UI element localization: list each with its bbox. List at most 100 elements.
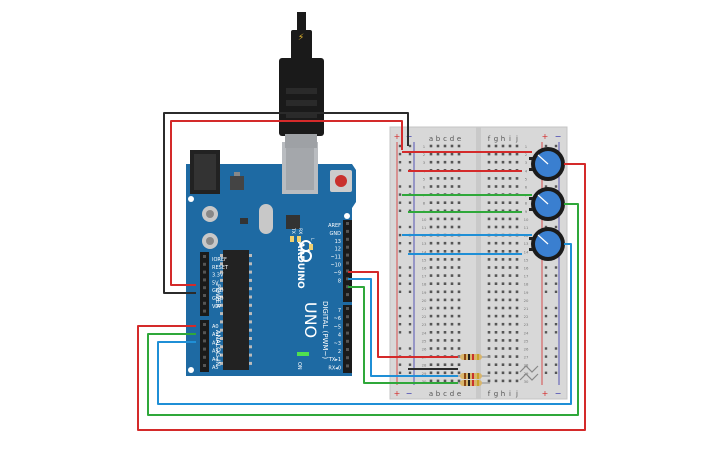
pin-label: 13 [335,239,341,245]
wire-a1-green[interactable] [147,203,579,416]
row-number: 24 [422,330,427,335]
pin-label: ~9 [334,270,341,276]
row-number: 25 [422,338,427,343]
row-number: 22 [524,314,529,319]
mounting-hole [344,213,350,219]
row-number: 2 [423,152,426,157]
pin-label: A0 [212,324,219,330]
top-right-minus-label: − [555,132,562,141]
pin-label: RESET [212,265,229,271]
pin-label: 2 [338,349,341,355]
potentiometers[interactable] [529,147,565,261]
row-number: 20 [422,298,427,303]
bottom-left-minus-label: − [406,389,413,398]
bottom-right-plus-label: + [542,389,549,398]
column-label-bottom: i [509,390,511,398]
row-number: 29 [422,371,427,376]
row-number: 17 [422,274,427,279]
wire-a2-blue[interactable] [157,243,572,405]
row-number: 24 [524,330,529,335]
row-number: 15 [524,257,529,262]
row-number: 10 [422,217,427,222]
row-number: 10 [524,217,529,222]
pin-label: A5 [212,365,219,371]
row-number: 2 [525,152,528,157]
column-label-top: e [457,135,461,143]
row-number: 28 [422,363,427,368]
potentiometer[interactable] [529,227,565,261]
pin-label: 5V [212,280,219,286]
wire-gnd-black[interactable] [163,112,409,294]
row-number: 5 [525,176,528,181]
potentiometer[interactable] [529,187,565,221]
pin-label: A3 [212,349,219,355]
row-number: 16 [422,266,427,271]
column-label-top: j [515,135,518,143]
column-label-top: b [436,135,441,143]
digital-pwm-label: DIGITAL (PWM~) [321,301,329,359]
row-number: 23 [524,322,529,327]
potentiometer[interactable] [529,147,565,181]
mounting-hole [188,196,194,202]
pin-label: A1 [212,332,219,338]
pin-label: 7 [338,308,341,314]
row-number: 18 [524,282,529,287]
row-number: 15 [422,257,427,262]
row-number: 6 [423,185,426,190]
voltage-regulator [230,176,244,190]
row-number: 3 [525,160,528,165]
pin-label: IOREF [212,257,227,263]
column-label-top: d [450,135,454,143]
row-number: 5 [423,176,426,181]
pin-label: 8 [338,278,341,284]
pin-label: ~11 [330,255,341,261]
row-number: 11 [422,225,427,230]
row-number: 17 [524,274,529,279]
tx-label: TX [290,227,296,234]
pin-label: ~3 [334,341,341,347]
row-number: 1 [525,144,528,149]
row-number: 30 [422,379,427,384]
column-label-top: i [509,135,511,143]
wire-5v-red[interactable] [170,120,403,286]
column-label-bottom: e [457,390,461,398]
column-label-top: f [488,135,491,143]
row-number: 9 [525,209,528,214]
wire-pin9-green[interactable] [348,286,458,384]
uno-logo-text: UNO [301,302,320,338]
row-number: 14 [422,249,427,254]
row-number: 20 [524,298,529,303]
row-number: 27 [524,355,529,360]
crystal-oscillator [259,204,273,234]
row-number: 26 [524,347,529,352]
on-label: ON [296,362,302,370]
row-number: 8 [423,201,426,206]
pin-label: 3.3V [212,273,224,279]
row-number: 25 [524,338,529,343]
column-label-bottom: b [436,390,441,398]
column-label-top: g [494,135,498,143]
row-number: 30 [524,379,529,384]
pin-label: AREF [328,223,341,229]
wire-pin11-red[interactable] [348,271,458,358]
row-number: 14 [524,249,529,254]
wire-pin10-blue[interactable] [348,278,458,377]
wire-a0-red[interactable] [137,163,586,431]
row-number: 4 [525,168,528,173]
row-number: 13 [524,241,529,246]
row-number: 16 [524,266,529,271]
usb-cable[interactable]: ⚡ [279,12,324,148]
row-number: 11 [524,225,529,230]
power-header [200,252,209,316]
wires[interactable] [137,112,586,431]
atmega-chip [223,250,249,370]
digital-header-upper [343,220,352,302]
leds[interactable] [519,365,539,381]
resistors[interactable] [450,354,490,386]
pin-label: 4 [338,333,341,339]
